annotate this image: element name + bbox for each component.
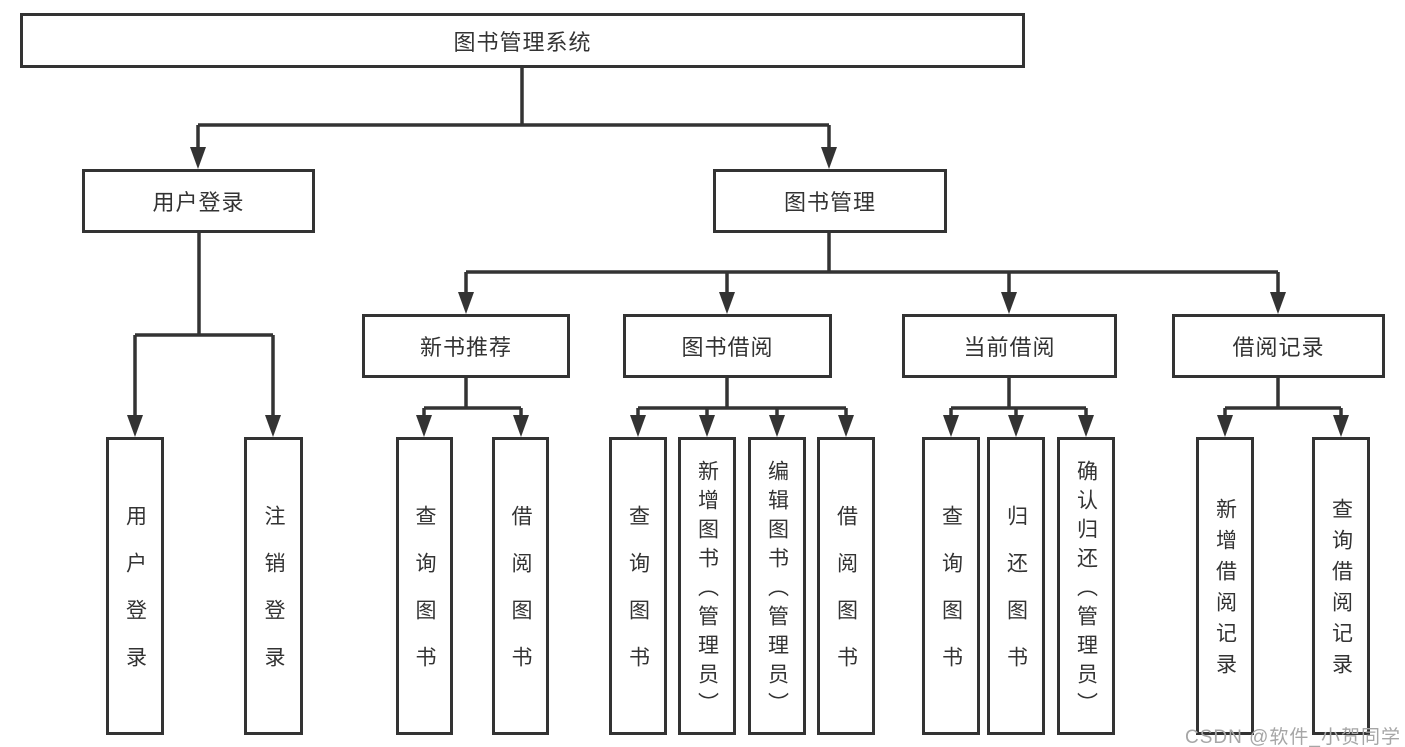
node-label: 图书管理系统 xyxy=(453,29,592,55)
node-borrow-records: 借阅记录 xyxy=(1172,314,1385,378)
leaf-label: 查询图书 xyxy=(939,505,963,693)
node-book-borrow: 图书借阅 xyxy=(623,314,832,378)
node-new-book-recommend: 新书推荐 xyxy=(362,314,570,378)
leaf-label: 借阅图书 xyxy=(509,505,532,693)
csdn-watermark: CSDN @软件_小贺同学 xyxy=(1185,727,1401,747)
leaf-add-books-admin: 新增图书（管理员） xyxy=(678,437,736,735)
leaf-label: 借阅图书 xyxy=(834,505,858,693)
leaf-query-books-borrow: 查询图书 xyxy=(609,437,667,735)
leaf-label: 新增借阅记录 xyxy=(1213,498,1237,684)
leaf-edit-books-admin: 编辑图书（管理员） xyxy=(748,437,806,735)
leaf-label: 查询图书 xyxy=(626,505,650,693)
node-root-library-system: 图书管理系统 xyxy=(20,13,1025,68)
leaf-label: 用户登录 xyxy=(123,505,147,693)
leaf-query-borrow-record: 查询借阅记录 xyxy=(1312,437,1370,735)
leaf-label: 查询借阅记录 xyxy=(1329,498,1353,684)
leaf-user-login: 用户登录 xyxy=(106,437,164,735)
leaf-borrow-books-recommend: 借阅图书 xyxy=(492,437,549,735)
arrowheads xyxy=(127,147,1349,437)
leaf-borrow-books: 借阅图书 xyxy=(817,437,875,735)
leaf-label: 新增图书（管理员） xyxy=(695,459,719,721)
leaf-query-books-current: 查询图书 xyxy=(922,437,980,735)
node-label: 新书推荐 xyxy=(419,335,512,360)
leaf-logout: 注销登录 xyxy=(244,437,303,735)
node-user-login: 用户登录 xyxy=(82,169,315,233)
leaf-label: 确认归还（管理员） xyxy=(1074,459,1098,721)
leaf-return-books: 归还图书 xyxy=(987,437,1045,735)
leaf-label: 编辑图书（管理员） xyxy=(765,459,789,721)
node-label: 借阅记录 xyxy=(1232,335,1325,360)
leaf-label: 归还图书 xyxy=(1004,505,1028,693)
leaf-label: 注销登录 xyxy=(262,505,285,693)
node-current-borrow: 当前借阅 xyxy=(902,314,1117,378)
node-label: 图书借阅 xyxy=(681,335,774,360)
node-book-management: 图书管理 xyxy=(713,169,947,233)
leaf-label: 查询图书 xyxy=(413,505,436,693)
node-label: 用户登录 xyxy=(152,190,245,215)
node-label: 图书管理 xyxy=(783,190,876,215)
leaf-query-books-recommend: 查询图书 xyxy=(396,437,453,735)
leaf-confirm-return-admin: 确认归还（管理员） xyxy=(1057,437,1115,735)
leaf-add-borrow-record: 新增借阅记录 xyxy=(1196,437,1254,735)
node-label: 当前借阅 xyxy=(963,335,1056,360)
